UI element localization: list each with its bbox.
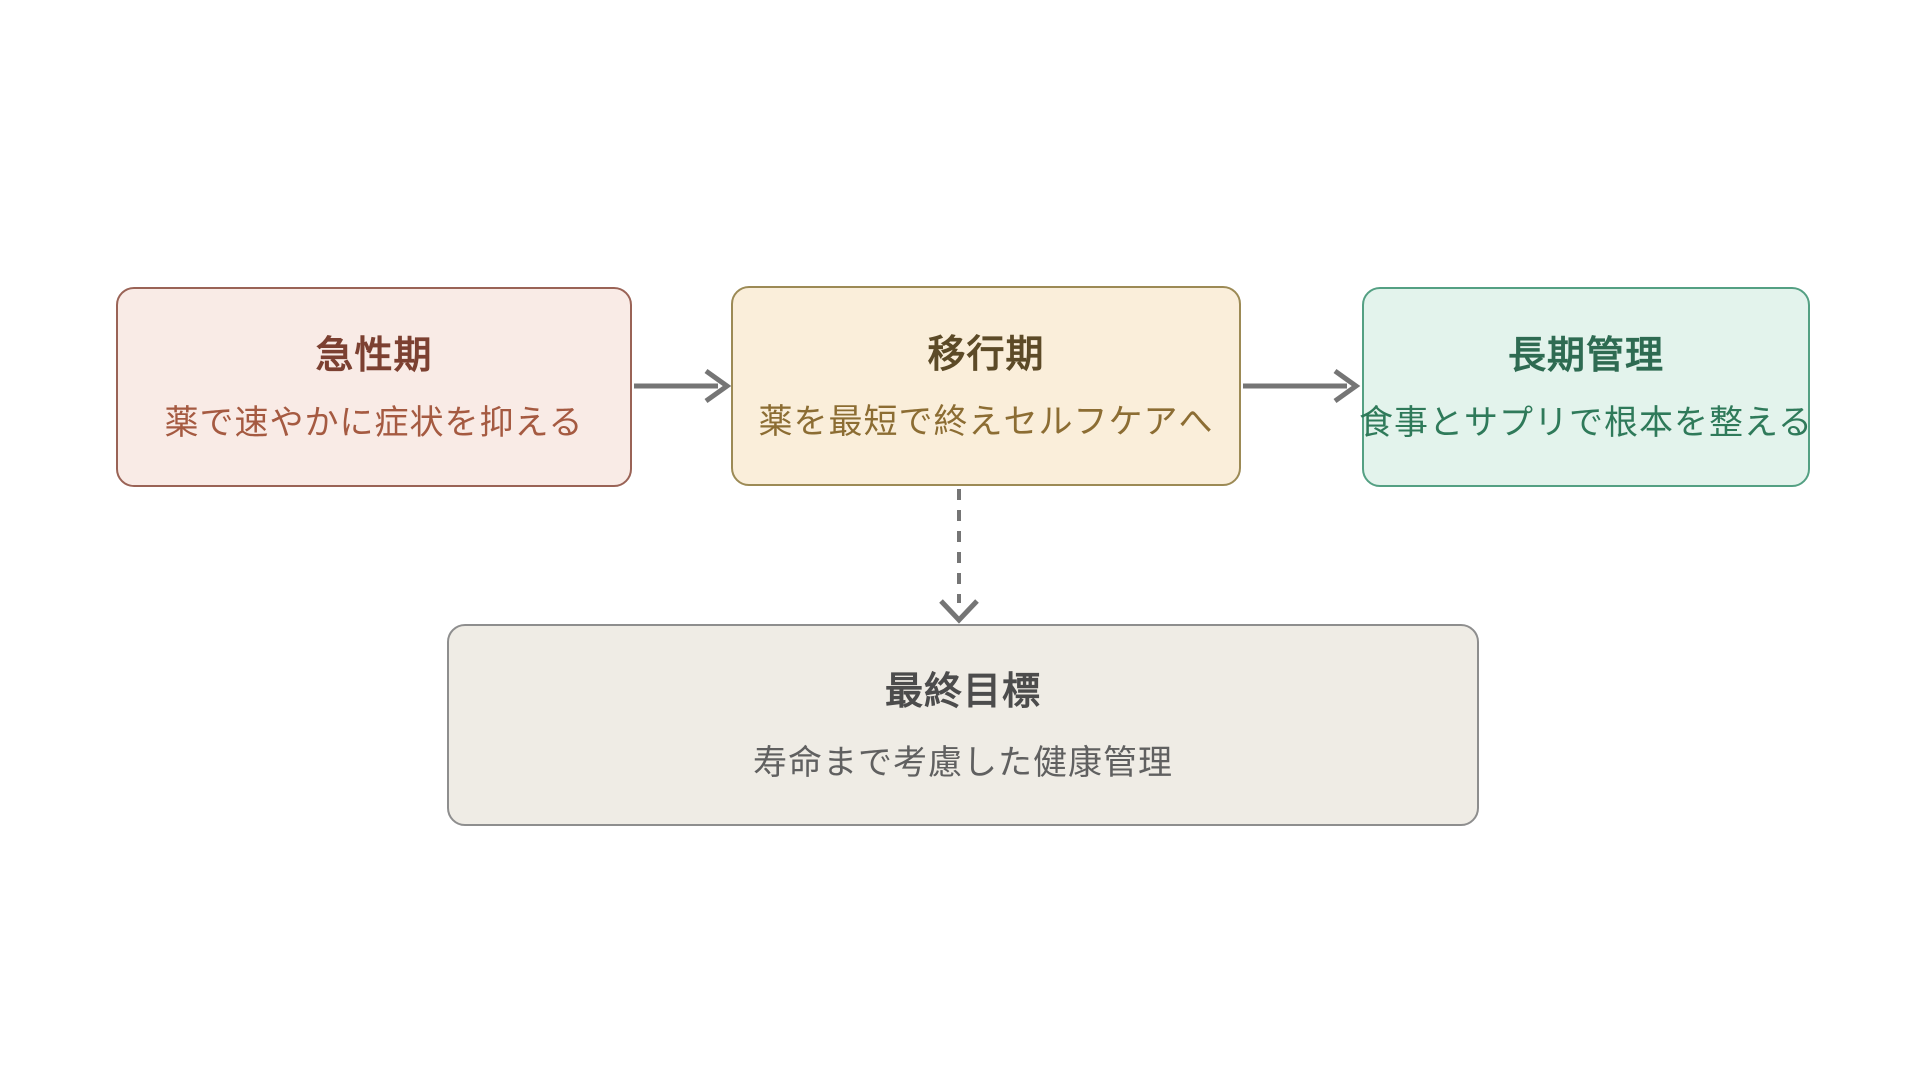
node-transition-phase-title: 移行期	[927, 333, 1045, 376]
node-acute-phase-subtitle: 薬で速やかに症状を抑える	[164, 404, 584, 443]
node-transition-phase: 移行期 薬を最短で終えセルフケアへ	[731, 286, 1241, 486]
node-acute-phase-title: 急性期	[315, 334, 433, 377]
node-transition-phase-subtitle: 薬を最短で終えセルフケアへ	[758, 403, 1214, 442]
node-long-term-care: 長期管理 食事とサプリで根本を整える	[1359, 287, 1813, 487]
arrow-acute-to-transition	[634, 368, 732, 404]
node-final-goal-title: 最終目標	[884, 670, 1041, 713]
node-final-goal-subtitle: 寿命まで考慮した健康管理	[753, 744, 1173, 783]
arrow-transition-to-goal	[939, 489, 979, 624]
node-final-goal: 最終目標 寿命まで考慮した健康管理	[447, 624, 1479, 826]
node-acute-phase: 急性期 薬で速やかに症状を抑える	[116, 287, 632, 487]
arrow-transition-to-longterm	[1243, 368, 1361, 404]
node-long-term-care-subtitle: 食事とサプリで根本を整える	[1359, 404, 1813, 443]
node-long-term-care-title: 長期管理	[1507, 334, 1664, 377]
